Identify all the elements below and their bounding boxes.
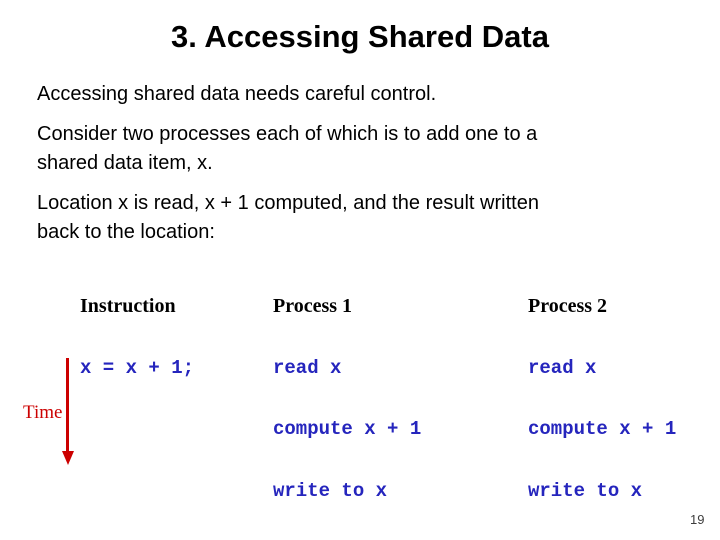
table-cell-process1: write to x xyxy=(273,480,388,502)
table-cell-process2: read x xyxy=(528,357,597,379)
column-header-process-1: Process 1 xyxy=(273,295,353,317)
paragraph-line: Accessing shared data needs careful cont… xyxy=(37,83,437,105)
paragraph-line: back to the location: xyxy=(37,221,215,243)
paragraph-line: Consider two processes each of which is … xyxy=(37,123,538,145)
time-axis-label: Time xyxy=(23,402,63,423)
time-arrow-line xyxy=(66,358,69,452)
table-cell-process2: write to x xyxy=(528,480,643,502)
paragraph: Location x is read, x + 1 computed, and … xyxy=(37,189,677,247)
table-cell-instruction: x = x + 1; xyxy=(80,357,195,379)
page-number: 19 xyxy=(690,512,705,527)
table-cell-process1: compute x + 1 xyxy=(273,418,422,440)
column-header-process-2: Process 2 xyxy=(528,295,608,317)
table-cell-process1: read x xyxy=(273,357,342,379)
column-header-instruction: Instruction xyxy=(80,295,176,317)
table-cell-process2: compute x + 1 xyxy=(528,418,677,440)
paragraph-line: shared data item, x. xyxy=(37,152,213,174)
time-down-arrow-icon xyxy=(62,451,74,465)
paragraph: Accessing shared data needs careful cont… xyxy=(37,80,677,109)
paragraph-line: Location x is read, x + 1 computed, and … xyxy=(37,192,539,214)
slide-title: 3. Accessing Shared Data xyxy=(171,19,549,54)
body-text: Accessing shared data needs careful cont… xyxy=(37,80,677,258)
paragraph: Consider two processes each of which is … xyxy=(37,120,677,178)
